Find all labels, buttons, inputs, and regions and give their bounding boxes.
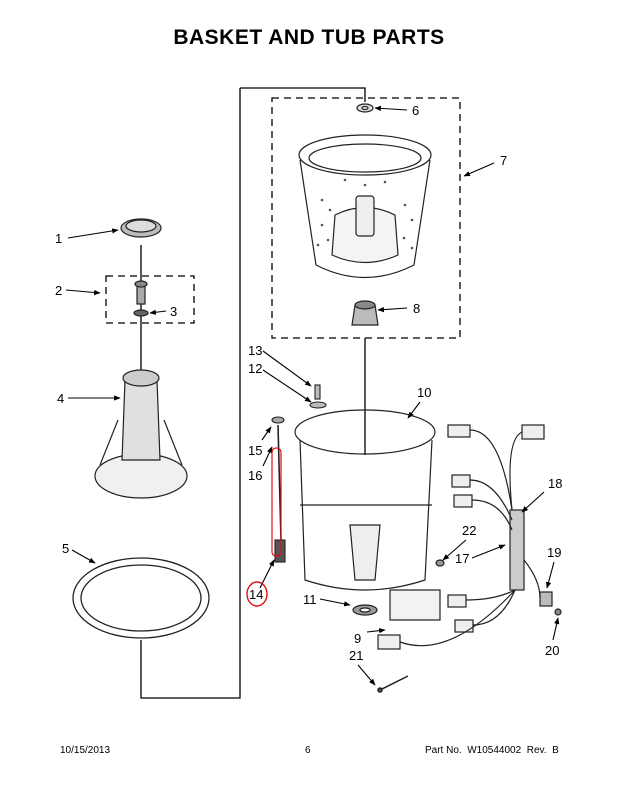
highlight-circle-14 bbox=[246, 581, 268, 607]
callout-5[interactable]: 5 bbox=[62, 541, 69, 556]
basket-part-7 bbox=[298, 134, 432, 278]
wiring-harness bbox=[377, 424, 562, 650]
part-6-ring bbox=[356, 103, 374, 113]
footer-page-number: 6 bbox=[305, 745, 311, 756]
leader-lines bbox=[65, 105, 560, 686]
callout-3[interactable]: 3 bbox=[170, 304, 177, 319]
footer-date: 10/15/2013 bbox=[60, 745, 111, 756]
callout-16[interactable]: 16 bbox=[248, 468, 262, 483]
callout-15[interactable]: 15 bbox=[248, 443, 262, 458]
callout-13[interactable]: 13 bbox=[248, 343, 262, 358]
callout-11[interactable]: 11 bbox=[303, 592, 317, 607]
group-boundary-lines bbox=[105, 87, 461, 699]
callout-12[interactable]: 12 bbox=[248, 361, 262, 376]
part-5-ring bbox=[72, 557, 210, 639]
part-21-pin bbox=[377, 675, 409, 693]
part-1-cap bbox=[120, 218, 162, 238]
part-8-coupling bbox=[351, 300, 379, 326]
callout-20[interactable]: 20 bbox=[545, 643, 559, 658]
callout-8[interactable]: 8 bbox=[413, 301, 420, 316]
part-4-agitator bbox=[94, 369, 188, 499]
footer-part-number: Part No. W10544002 Rev. B bbox=[425, 745, 559, 756]
callout-6[interactable]: 6 bbox=[412, 103, 419, 118]
callout-1[interactable]: 1 bbox=[55, 231, 62, 246]
callout-19[interactable]: 19 bbox=[547, 545, 561, 560]
highlight-rod-14 bbox=[271, 447, 282, 557]
callout-10[interactable]: 10 bbox=[417, 385, 431, 400]
part-10-tub bbox=[294, 409, 436, 591]
callout-22[interactable]: 22 bbox=[462, 523, 476, 538]
callout-18[interactable]: 18 bbox=[548, 476, 562, 491]
part-12-13-screw bbox=[309, 384, 327, 409]
callout-17[interactable]: 17 bbox=[455, 551, 469, 566]
part-11-seal bbox=[352, 604, 378, 616]
part-14-15-16-rod bbox=[271, 416, 286, 563]
callout-21[interactable]: 21 bbox=[349, 648, 363, 663]
callout-4[interactable]: 4 bbox=[57, 391, 64, 406]
callout-9[interactable]: 9 bbox=[354, 631, 361, 646]
page-title: BASKET AND TUB PARTS bbox=[173, 26, 445, 49]
callout-14[interactable]: 14 bbox=[249, 587, 263, 602]
callout-7[interactable]: 7 bbox=[500, 153, 507, 168]
part-2-3-bolt bbox=[133, 280, 149, 317]
callout-2[interactable]: 2 bbox=[55, 283, 62, 298]
